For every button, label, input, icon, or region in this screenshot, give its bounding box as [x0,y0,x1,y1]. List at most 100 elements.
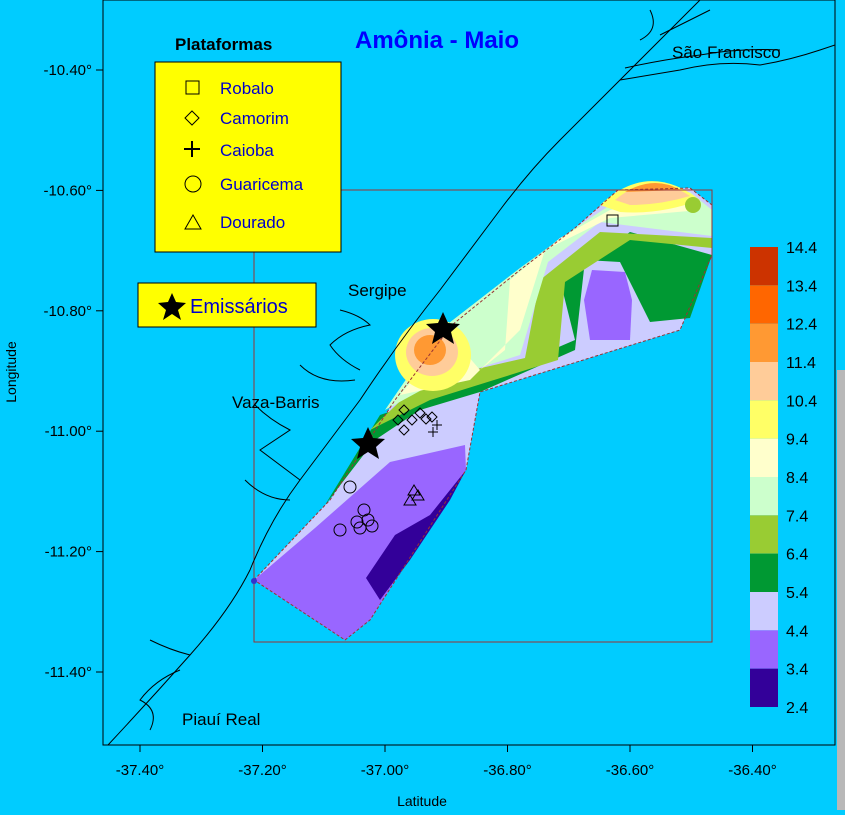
estuary-vaza-barris [244,404,301,501]
contour-3-4-east [584,270,632,340]
place-label-vaza-barris: Vaza-Barris [232,393,320,412]
color-scale-label: 9.4 [786,432,808,449]
contour-2-4 [366,470,466,600]
color-scale-band [750,477,778,516]
dourado-marker [407,484,421,496]
x-tick-label: -36.60° [606,762,655,779]
emissary-star-icon [351,427,385,459]
color-scale-label: 8.4 [786,470,808,487]
place-label-sao-francisco: São Francisco [672,43,781,62]
estuary-sergipe [299,309,372,382]
camorim-marker [398,424,410,436]
color-scale-label: 13.4 [786,278,817,295]
map-title: Amônia - Maio [355,27,519,54]
river-sao-francisco-mouth [639,9,711,41]
color-scale-band [750,400,778,439]
caioba-marker [432,420,442,430]
color-scale-band [750,553,778,592]
x-tick-label: -36.80° [483,762,532,779]
caioba-marker [428,427,438,437]
legend-item-caioba: Caioba [220,141,274,160]
camorim-marker [414,407,426,419]
color-scale-label: 5.4 [786,585,808,602]
camorim-marker [398,404,410,416]
contour-11-4 [414,335,446,365]
place-label-piaui-real: Piauí Real [182,710,260,729]
river-sao-francisco [619,44,835,81]
photo-edge [837,370,845,810]
contour-field [253,181,713,641]
square-icon [185,80,200,95]
y-tick-label: -10.60° [43,182,92,199]
camorim-marker [406,414,418,426]
contour-outline [253,187,713,641]
guaricema-marker [350,515,364,529]
color-scale-band [750,438,778,477]
color-scale-label: 10.4 [786,393,817,410]
legend-title: Plataformas [175,35,272,54]
x-axis: -37.40° -37.20° -37.00° -36.80° -36.60° -36.4… [116,745,777,779]
platform-legend: Plataformas Robalo Camorim Caioba Guaric… [154,35,342,253]
color-scale-band [750,247,778,286]
color-scale-band [750,362,778,401]
triangle-icon [184,213,202,230]
y-axis-title: Longitude [3,341,19,403]
emissary-legend-label: Emissários [190,296,288,318]
circle-icon [184,175,202,193]
color-scale-band [750,515,778,554]
x-axis-title: Latitude [397,793,447,809]
y-tick-label: -11.20° [45,544,92,561]
sampling-point [251,578,257,584]
legend-item-robalo: Robalo [220,79,274,98]
x-tick-label: -37.20° [238,762,287,779]
camorim-marker [426,411,438,423]
x-tick-label: -36.40° [728,762,777,779]
color-scale-label: 3.4 [786,662,808,679]
guaricema-marker [333,523,347,537]
diamond-icon [184,110,200,126]
y-tick-label: -11.40° [45,664,92,681]
y-tick-label: -10.40° [43,62,92,79]
map-frame [102,0,836,746]
color-scale-label: 14.4 [786,240,817,257]
color-scale-label: 11.4 [786,355,816,372]
color-scale-label: 2.4 [786,700,808,717]
plus-icon [184,141,200,157]
x-tick-label: -37.40° [116,762,165,779]
guaricema-marker [365,519,379,533]
legend-item-camorim: Camorim [220,109,289,128]
robalo-marker [606,214,619,227]
camorim-marker [420,413,432,425]
y-tick-label: -11.00° [45,423,92,440]
color-scale-band [750,285,778,324]
color-scale-band [750,668,778,707]
coastline [107,0,835,745]
legend-item-dourado: Dourado [220,213,285,232]
place-label-sergipe: Sergipe [348,281,407,300]
color-scale-label: 7.4 [786,508,808,525]
y-axis: -10.40° -10.60° -10.80° -11.00° -11.20° -11.4… [43,62,103,681]
color-scale-label: 12.4 [786,317,817,334]
color-scale-label: 6.4 [786,547,808,564]
color-scale-band [750,323,778,362]
emissary-legend: Emissários [137,282,317,328]
coastline-main [107,0,701,745]
color-scale-band [750,630,778,669]
platform-markers [333,214,619,537]
contour-6-4-spot [685,197,701,213]
color-scale: 14.4 13.4 12.4 11.4 10.4 9.4 8.4 7.4 6.4 5.4 4.4 3.… [750,240,817,717]
x-tick-label: -37.00° [361,762,410,779]
study-area-box [253,189,713,643]
star-icon [158,293,186,320]
y-tick-label: -10.80° [43,303,92,320]
guaricema-marker [343,480,357,494]
contour-3-4 [254,445,466,640]
emissary-star-icon [426,312,460,344]
color-scale-band [750,592,778,631]
color-scale-label: 4.4 [786,623,808,640]
legend-item-guaricema: Guaricema [220,175,304,194]
estuary-piaui-real [139,639,191,731]
camorim-marker [392,414,404,426]
